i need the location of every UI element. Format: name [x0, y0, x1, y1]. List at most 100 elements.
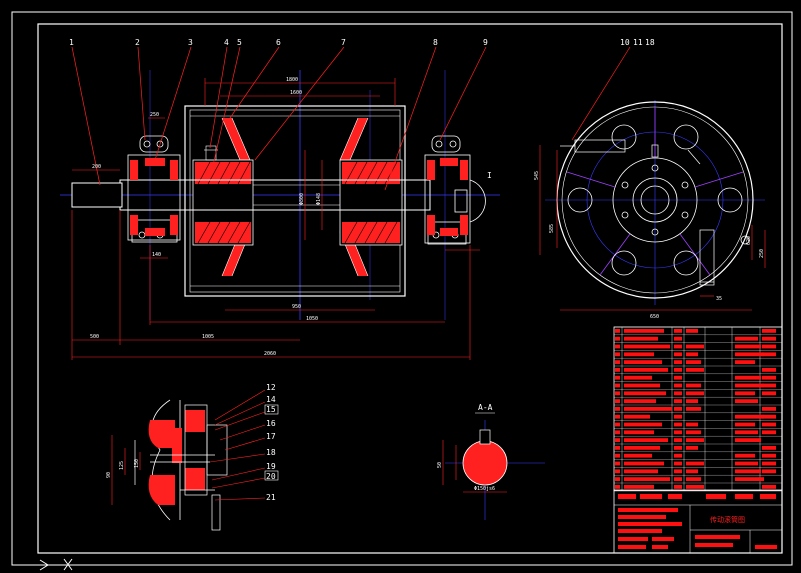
parts-list-cell-text	[674, 407, 682, 411]
parts-list-cell-text	[762, 344, 776, 349]
parts-list-cell-text	[674, 352, 682, 357]
parts-list-cell-text	[686, 485, 704, 489]
parts-list-cell-text	[615, 422, 620, 427]
part-1: 1	[69, 38, 74, 47]
parts-list-cell-text	[674, 336, 682, 341]
part-21: 21	[266, 493, 276, 502]
part-14: 14	[266, 395, 276, 404]
parts-list-cell-text	[762, 461, 776, 466]
parts-list-cell-text	[674, 438, 682, 442]
part-17: 17	[266, 432, 276, 441]
parts-list-cell-text	[674, 375, 682, 380]
dim-overall-span: 2060	[264, 351, 276, 357]
parts-list-cell-text	[762, 422, 776, 427]
parts-list-cell-text	[686, 344, 704, 349]
parts-list-cell-text	[674, 461, 682, 466]
parts-list-cell-text	[674, 422, 682, 427]
part-12: 12	[266, 383, 276, 392]
parts-list-cell-text	[624, 375, 652, 380]
part-5: 5	[237, 38, 242, 47]
parts-list-cell-text	[624, 336, 658, 341]
dim-side-width: 650	[650, 314, 659, 320]
parts-list-cell-text	[735, 477, 764, 481]
parts-list-cell-text	[686, 352, 698, 357]
parts-list-cell-text	[624, 329, 664, 333]
parts-list-cell-text	[762, 430, 776, 435]
parts-list-cell-text	[686, 383, 701, 388]
parts-list-cell-text	[624, 446, 660, 450]
parts-list-cell-text	[762, 375, 776, 380]
parts-list-cell-text	[615, 438, 620, 442]
parts-list-cell-text	[615, 446, 620, 450]
parts-list-cell-text	[686, 399, 698, 403]
parts-list-cell-text	[624, 453, 652, 458]
parts-list-cell-text	[762, 407, 776, 411]
outer-frame	[11, 11, 793, 566]
parts-list-cell-text	[624, 469, 658, 474]
parts-list-cell-text	[615, 453, 620, 458]
parts-list-cell-text	[674, 477, 682, 481]
parts-list-cell-text	[624, 407, 672, 411]
part-4: 4	[224, 38, 229, 47]
parts-list-cell-text	[615, 360, 620, 364]
parts-list-cell-text	[624, 383, 660, 388]
parts-list-cell-text	[735, 399, 758, 403]
parts-list-cell-text	[674, 453, 682, 458]
detail-view: 90 125 150 12 14 15 16 17 18 19 20 21	[106, 383, 279, 531]
dim-detail-d2: 150	[134, 459, 140, 468]
parts-list-cell-text	[735, 422, 755, 427]
parts-list-cell-text	[615, 399, 620, 403]
parts-list-cell-text	[674, 430, 682, 435]
parts-list-cell-text	[674, 368, 682, 372]
parts-list-cell-text	[624, 391, 666, 396]
parts-list-cell-text	[762, 485, 776, 489]
parts-list-cell-text	[686, 329, 698, 333]
parts-list-cell-text	[615, 329, 620, 333]
parts-list-cell-text	[615, 383, 620, 388]
inner-frame	[37, 23, 783, 554]
part-3: 3	[188, 38, 193, 47]
detail-label: I	[487, 171, 492, 180]
part-6: 6	[276, 38, 281, 47]
parts-list-cell-text	[735, 414, 764, 419]
dim-detail-h: 90	[106, 472, 112, 478]
parts-list-cell-text	[615, 485, 620, 489]
parts-list-cell-text	[762, 469, 776, 474]
parts-list-cell-text	[762, 446, 776, 450]
parts-list-cell-text	[615, 344, 620, 349]
dim-top-inner: 1600	[290, 90, 302, 96]
parts-list-cell-text	[735, 461, 758, 466]
parts-list-cell-text	[762, 414, 776, 419]
dim-left-offset: 500	[90, 334, 99, 340]
parts-list-cell-text	[762, 352, 776, 357]
dim-section-d: Φ150js6	[474, 486, 495, 492]
parts-list-cell-text	[735, 391, 755, 396]
parts-list-cell-text	[762, 336, 776, 341]
parts-list-cell-text	[762, 368, 776, 372]
parts-list-cell-text	[686, 438, 704, 442]
parts-list-cell-text	[686, 422, 698, 427]
parts-list-cell-text	[624, 485, 654, 489]
dim-side-h2: 585	[549, 224, 555, 233]
parts-list-cell-text	[686, 461, 704, 466]
parts-list-cell-text	[674, 383, 682, 388]
parts-list-cell-text	[674, 485, 682, 489]
parts-list-cell-text	[615, 368, 620, 372]
dim-side-h1: 545	[534, 171, 540, 180]
dim-top-overall: 1800	[286, 77, 298, 83]
parts-list-cell-text	[624, 352, 654, 357]
dim-left-stub: 200	[92, 164, 101, 170]
dim-bottom-inner: 950	[292, 304, 301, 310]
dim-side-right-1: 620	[746, 236, 752, 245]
section-view: A-A 50 Φ150js6	[437, 403, 545, 520]
front-view: 1800 1600 200 950 1050 500 1005 2060 140…	[60, 38, 655, 360]
parts-list-cell-text	[615, 336, 620, 341]
parts-list-cell-text	[674, 414, 682, 419]
dim-detail-d: 125	[119, 461, 125, 470]
parts-list-cell-text	[762, 329, 776, 333]
parts-list-cell-text	[686, 430, 701, 435]
parts-list-cell-text	[615, 391, 620, 396]
dim-mid-len: 1005	[202, 334, 214, 340]
parts-list-cell-text	[686, 368, 704, 372]
